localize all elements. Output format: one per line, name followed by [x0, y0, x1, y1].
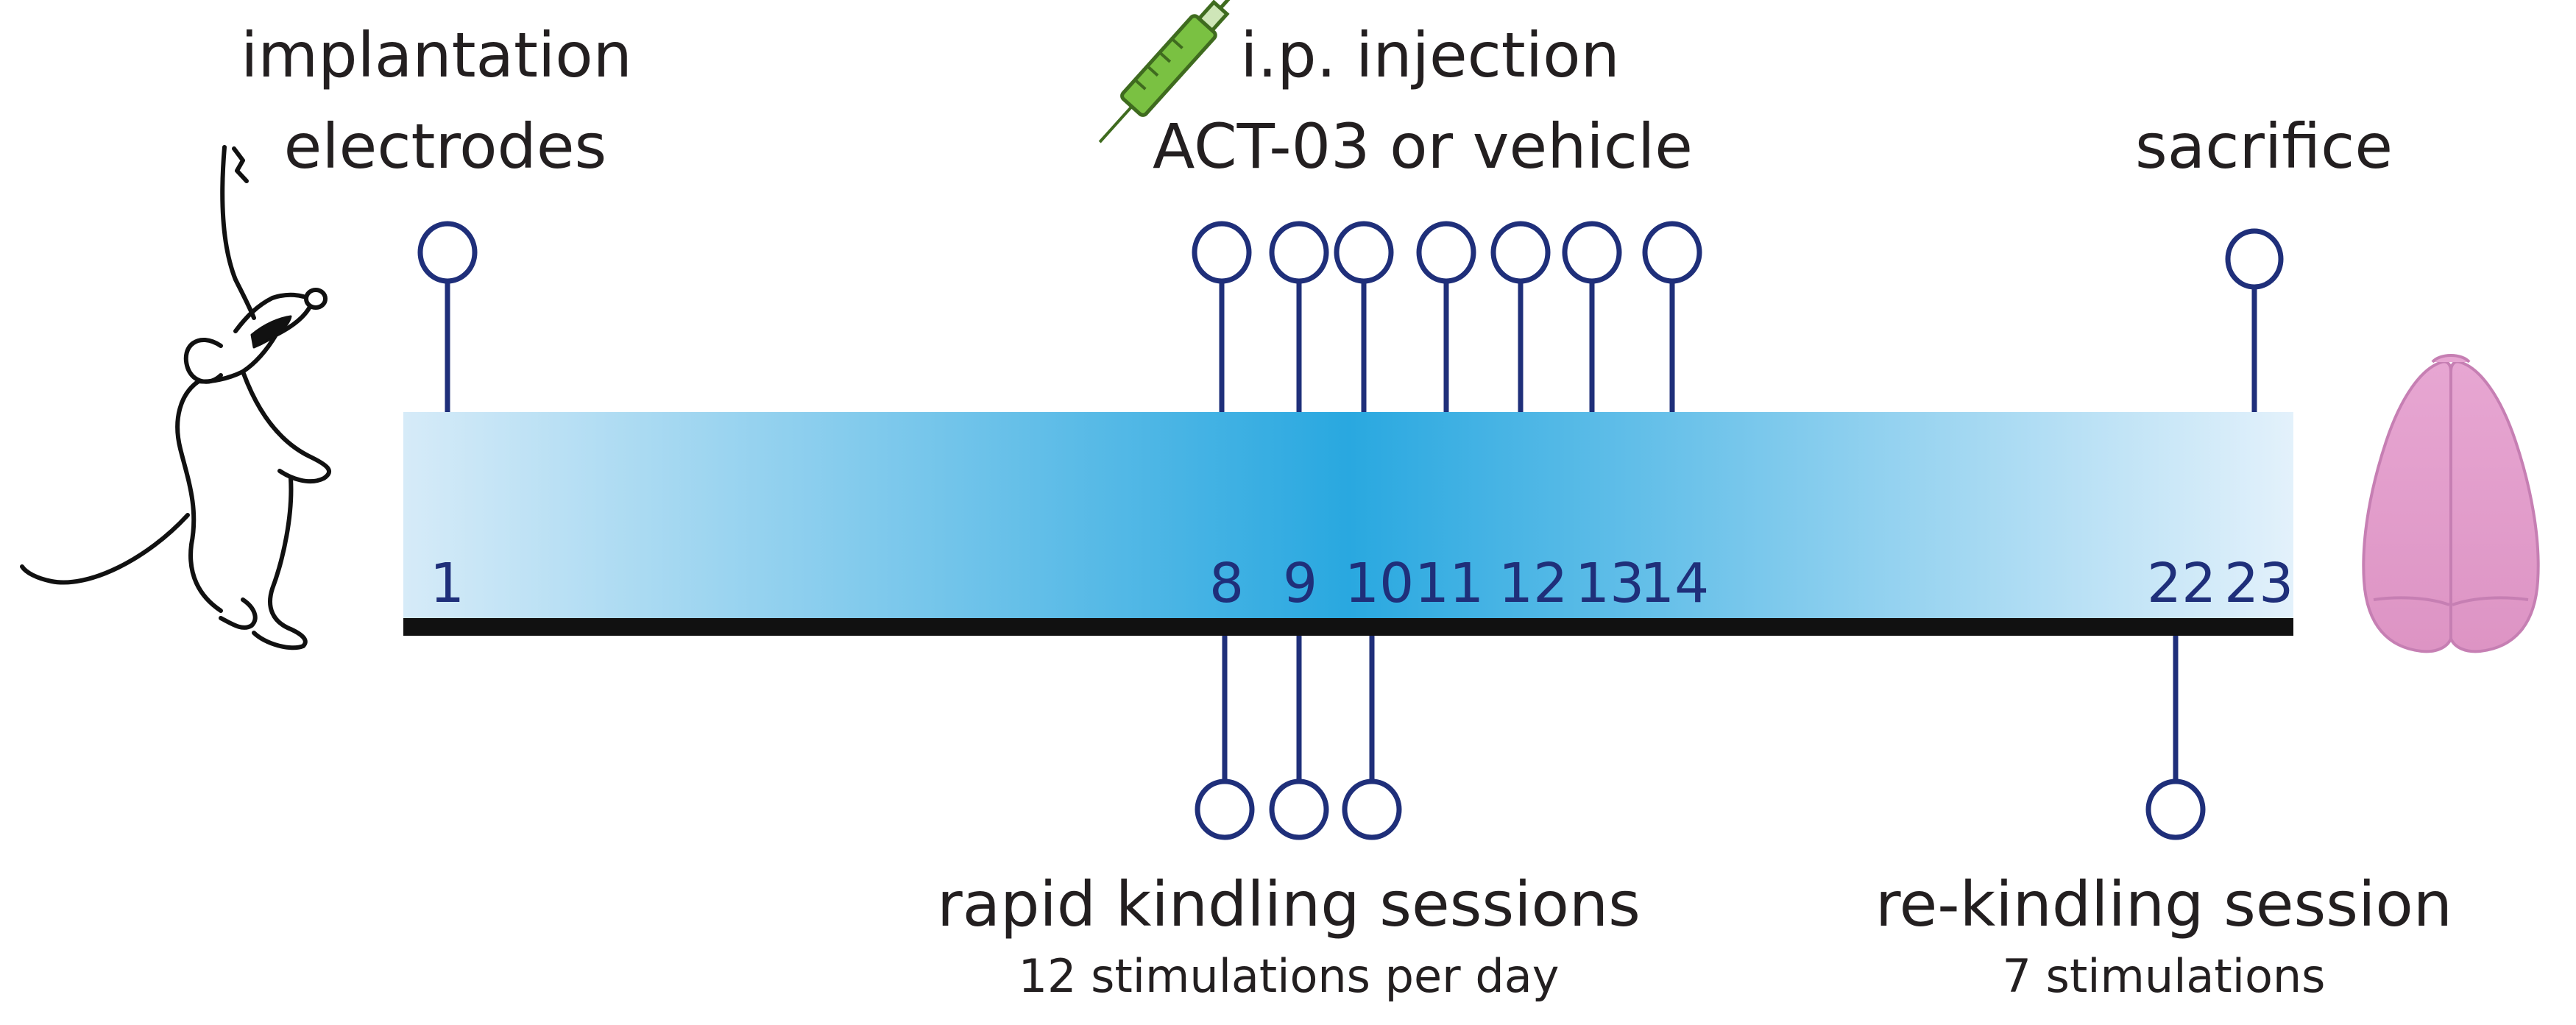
rekindling-sublabel: 7 stimulations: [2003, 949, 2326, 1003]
injection-pin-day-13: [1562, 221, 1622, 412]
day-label-22: 22: [2147, 552, 2216, 615]
rapid-kindling-label: rapid kindling sessions: [937, 868, 1641, 940]
kindling-pin-day-10: [1342, 636, 1402, 840]
brain-icon: [2362, 354, 2540, 653]
injection-label-line2: ACT-03 or vehicle: [1153, 110, 1693, 182]
day-label-1: 1: [430, 552, 464, 615]
day-label-8: 8: [1209, 552, 1244, 615]
mouse-icon: [20, 145, 331, 650]
kindling-pin-day-8: [1195, 636, 1255, 840]
sacrifice-pin: [2225, 228, 2284, 412]
day-label-10: 10: [1345, 552, 1414, 615]
day-label-9: 9: [1283, 552, 1317, 615]
rapid-kindling-pins: [1195, 636, 1402, 840]
implantation-label-line1: implantation: [241, 19, 632, 91]
day-label-23: 23: [2224, 552, 2293, 615]
day-label-13: 13: [1575, 552, 1644, 615]
injection-pin-day-14: [1642, 221, 1702, 412]
day-label-12: 12: [1498, 552, 1568, 615]
injection-pin-day-9: [1269, 221, 1329, 412]
timeline-baseline: [403, 618, 2293, 636]
injection-pin-day-10: [1334, 221, 1394, 412]
implantation-pin: [417, 221, 478, 412]
sacrifice-label: sacrifice: [2135, 110, 2393, 182]
timeline-bar: [403, 412, 2293, 624]
day-label-11: 11: [1415, 552, 1484, 615]
injection-label-line1: i.p. injection: [1240, 19, 1619, 91]
day-label-14: 14: [1640, 552, 1709, 615]
injection-pin-day-12: [1490, 221, 1551, 412]
injection-pin-day-8: [1192, 221, 1252, 412]
rapid-kindling-sublabel: 12 stimulations per day: [1019, 949, 1560, 1003]
injection-pins: [1192, 221, 1702, 412]
syringe-icon: [1098, 0, 1245, 143]
rekindling-pin: [2145, 636, 2206, 840]
rekindling-label: re-kindling session: [1875, 868, 2452, 940]
implantation-label-line2: electrodes: [284, 110, 607, 182]
injection-pin-day-11: [1416, 221, 1476, 412]
kindling-pin-day-9: [1269, 636, 1329, 840]
